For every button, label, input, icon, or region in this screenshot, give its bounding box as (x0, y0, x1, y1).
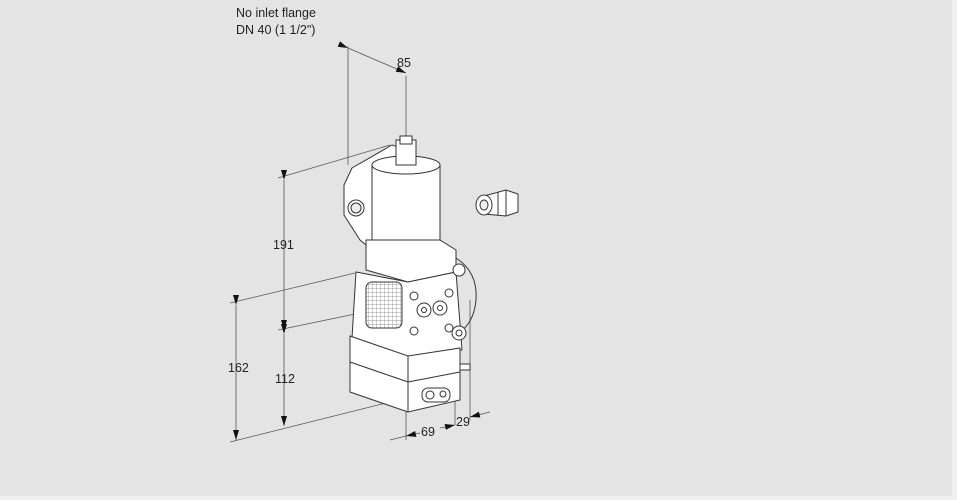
title-line-2: DN 40 (1 1/2") (236, 23, 316, 37)
valve-illustration (343, 135, 477, 413)
dim-top-depth: 85 (397, 56, 411, 70)
dim-total-height: 191 (273, 238, 294, 252)
dim-bottom-width: 69 (421, 425, 435, 439)
dim-side-offset: 29 (456, 415, 470, 429)
title-line-1: No inlet flange (236, 6, 316, 20)
cable-gland (475, 189, 519, 217)
strainer-window (365, 281, 403, 329)
drawing-title: No inlet flange DN 40 (1 1/2") (236, 5, 316, 39)
dim-lower-height-mid: 112 (275, 372, 295, 386)
dim-lower-height-left: 162 (228, 361, 249, 375)
